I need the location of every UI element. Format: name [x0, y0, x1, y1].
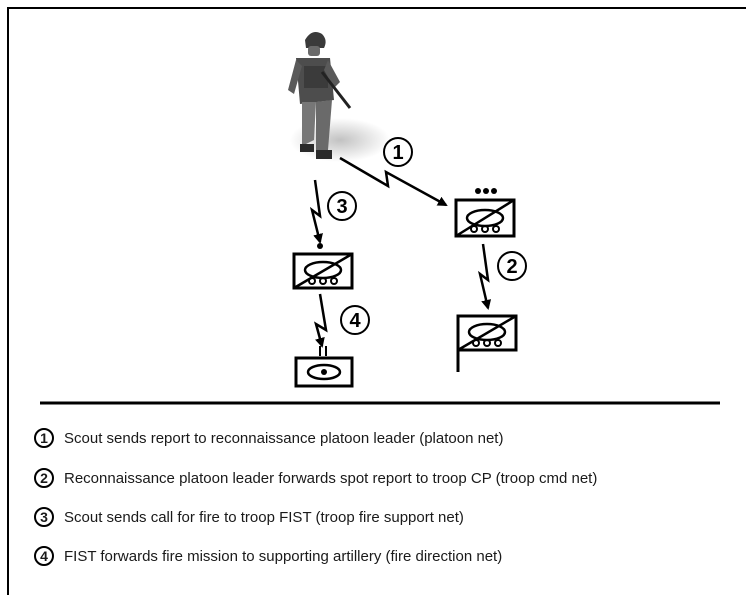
legend-text-3: Scout sends call for fire to troop FIST …: [64, 508, 464, 526]
link-4-arrow: [313, 293, 328, 348]
legend-number-3: 3: [34, 507, 54, 527]
troop-cp-flag-icon: [456, 314, 518, 372]
callout-4: 4: [340, 305, 370, 335]
callout-1: 1: [383, 137, 413, 167]
svg-text:4: 4: [349, 310, 361, 332]
legend-item-3: 3 Scout sends call for fire to troop FIS…: [34, 507, 464, 527]
legend-number-2: 2: [34, 468, 54, 488]
diagram-frame: [7, 7, 746, 595]
link-2-arrow: [477, 243, 492, 310]
artillery-symbol-icon: [294, 346, 354, 388]
callout-2: 2: [497, 251, 527, 281]
legend-text-1: Scout sends report to reconnaissance pla…: [64, 429, 504, 447]
svg-text:1: 1: [392, 142, 403, 164]
link-3-arrow: [309, 179, 323, 244]
callout-3: 3: [327, 191, 357, 221]
svg-text:3: 3: [336, 196, 347, 218]
legend-item-1: 1 Scout sends report to reconnaissance p…: [34, 428, 503, 448]
svg-text:2: 2: [506, 256, 517, 278]
link-1-arrow: [339, 156, 448, 207]
legend-text-4: FIST forwards fire mission to supporting…: [64, 547, 503, 565]
legend-text-2: Reconnaissance platoon leader forwards s…: [64, 469, 598, 487]
legend-number-4: 4: [34, 546, 54, 566]
legend-number-1: 1: [34, 428, 54, 448]
legend-item-4: 4 FIST forwards fire mission to supporti…: [34, 546, 502, 566]
fist-team-symbol-icon: [292, 243, 354, 290]
scout-soldier-icon: [288, 32, 390, 162]
legend-item-2: 2 Reconnaissance platoon leader forwards…: [34, 468, 597, 488]
recon-platoon-symbol-icon: [454, 188, 516, 238]
